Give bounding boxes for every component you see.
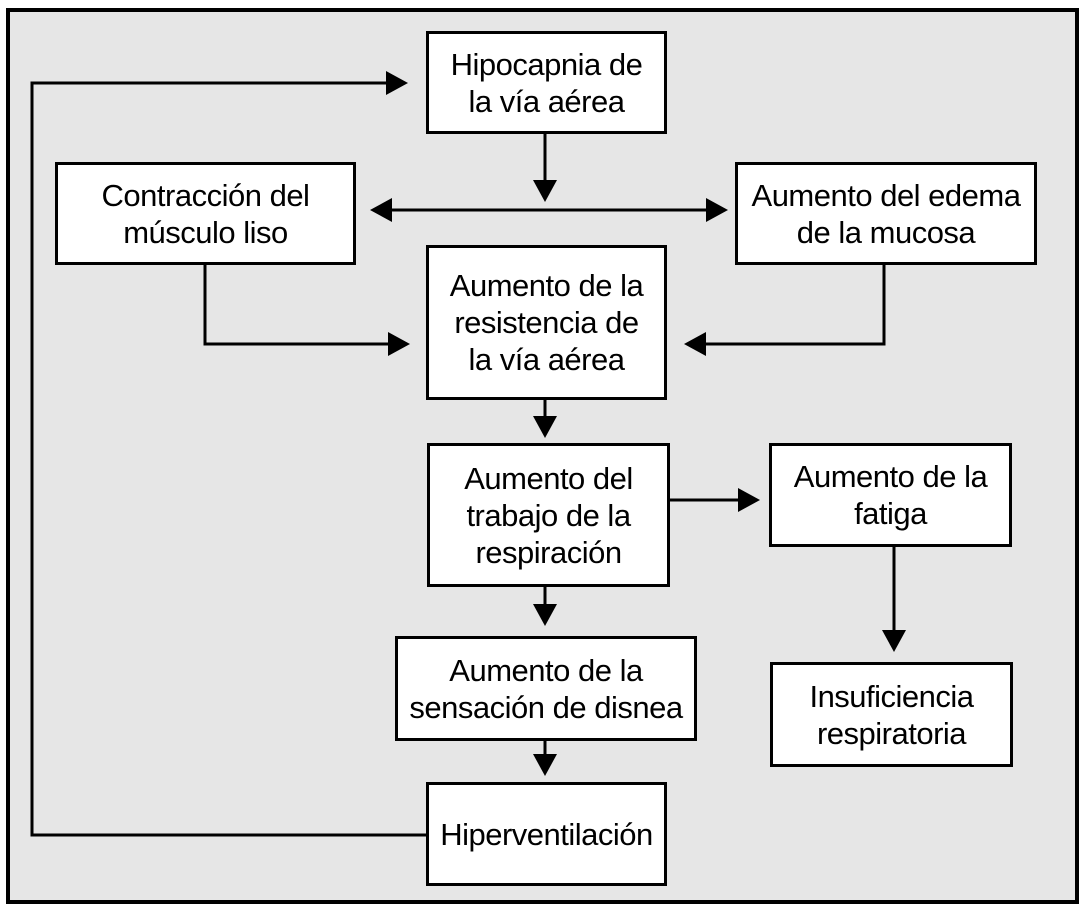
arrowhead-trabajo-fatiga [738,488,760,512]
node-contraccion-label: Contracción del músculo liso [101,177,310,250]
arrowhead-fatiga-insuficiencia [882,630,906,652]
node-disnea: Aumento de la sensación de disnea [395,636,697,741]
node-contraccion: Contracción del músculo liso [55,162,356,265]
arrow-edema-resistencia [706,264,886,346]
arrow-feedback-loop [30,81,427,837]
node-insuficiencia-label: Insuficiencia respiratoria [809,678,974,751]
arrow-contraccion-resistencia [203,264,388,346]
node-resistencia: Aumento de la resistencia de la vía aére… [426,245,667,400]
arrowhead-edema-resistencia [684,332,706,356]
arrowhead-hipocapnia-down [533,180,557,202]
node-hipocapnia-label: Hipocapnia de la vía aérea [450,46,643,119]
arrowhead-contraccion-resistencia [388,332,410,356]
node-hipocapnia: Hipocapnia de la vía aérea [426,31,667,134]
node-disnea-label: Aumento de la sensación de disnea [409,652,683,725]
node-trabajo-label: Aumento del trabajo de la respiración [464,460,633,570]
node-hiperventilacion-label: Hiperventilación [440,816,653,852]
arrowhead-resistencia-trabajo [533,416,557,438]
arrowhead-contraccion [370,198,392,222]
node-insuficiencia: Insuficiencia respiratoria [770,662,1013,767]
node-fatiga: Aumento de la fatiga [769,443,1012,547]
node-hiperventilacion: Hiperventilación [426,782,667,886]
node-edema: Aumento del edema de la mucosa [735,162,1037,265]
arrowhead-edema [706,198,728,222]
node-resistencia-label: Aumento de la resistencia de la vía aére… [449,268,644,377]
arrowhead-feedback-loop [386,71,408,95]
node-trabajo: Aumento del trabajo de la respiración [427,443,670,587]
arrowhead-disnea-hiperventilacion [533,754,557,776]
node-fatiga-label: Aumento de la fatiga [793,459,988,531]
arrowhead-trabajo-disnea [533,604,557,626]
node-edema-label: Aumento del edema de la mucosa [751,177,1021,250]
